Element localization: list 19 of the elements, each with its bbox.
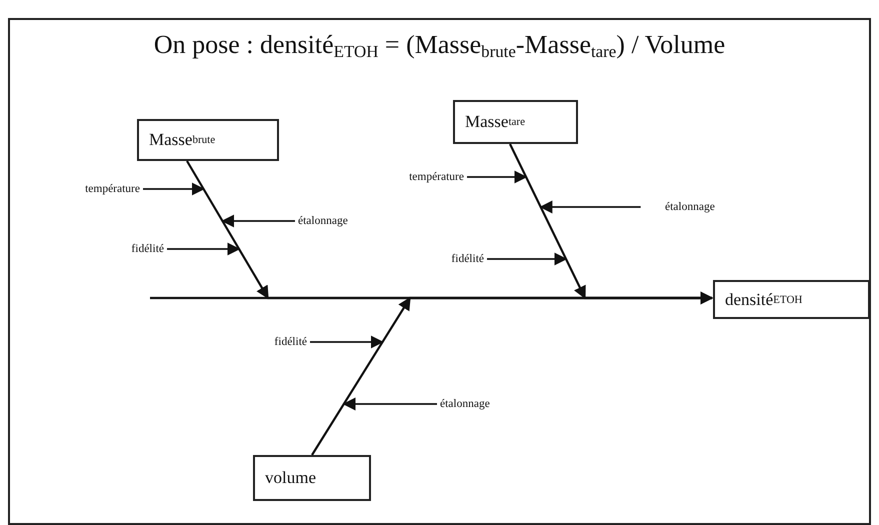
cause-label: étalonnage xyxy=(440,398,490,410)
cause-label: température xyxy=(85,183,140,195)
label-box: volume xyxy=(253,455,371,501)
cause-label: fidélité xyxy=(274,336,307,348)
title: On pose : densité$_{ETOH}$ = (Masse$_{brute}$-Masse$_{tare}$) / Volume xyxy=(152,30,726,62)
arrow xyxy=(310,336,384,348)
cause-label: fidélité xyxy=(451,253,484,265)
arrow xyxy=(150,292,714,304)
arrow xyxy=(221,214,295,228)
cause-label: étalonnage xyxy=(298,215,348,227)
arrow xyxy=(143,182,205,196)
cause-label: température xyxy=(409,171,464,183)
arrow xyxy=(342,398,437,410)
cause-label: étalonnage xyxy=(665,201,715,213)
arrow xyxy=(167,242,240,256)
arrow xyxy=(539,200,641,214)
arrow xyxy=(467,170,528,184)
arrow xyxy=(487,252,568,266)
cause-label: fidélité xyxy=(131,243,164,255)
